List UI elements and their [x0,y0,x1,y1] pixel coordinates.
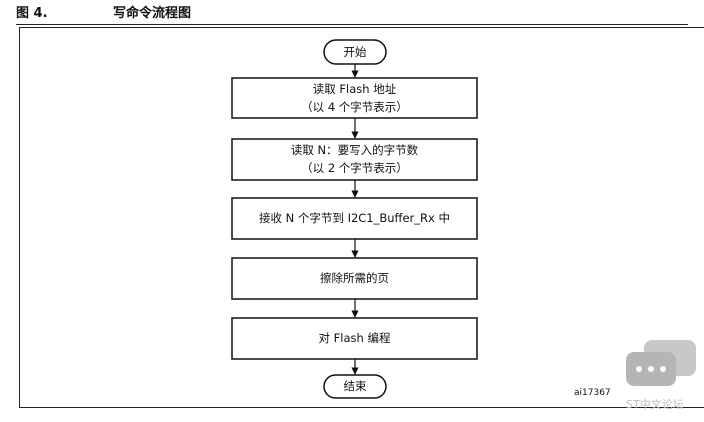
step-2-line2: （以 2 个字节表示） [301,161,408,175]
end-terminator [323,374,387,399]
step-5-text: 对 Flash 编程 [318,331,391,345]
start-label: 开始 [343,45,367,59]
figure-title: 写命令流程图 [113,6,192,21]
figure-code: ai17367 [574,388,611,398]
figure-frame [19,27,704,408]
step-2-text: 读取 N：要写入的字节数 （以 2 个字节表示） [232,141,477,177]
step-box-read-count [231,138,478,181]
step-box-receive-bytes [231,197,478,240]
step-1-line2: （以 4 个字节表示） [301,100,408,114]
figure-number: 图 4. [16,6,48,21]
watermark-text: ST中文论坛 [626,398,684,411]
step-box-read-address [231,77,478,119]
step-1-line1: 读取 Flash 地址 [312,82,397,96]
step-3-text: 接收 N 个字节到 I2C1_Buffer_Rx 中 [259,211,450,225]
end-label: 结束 [343,379,367,393]
step-box-program-flash [231,317,478,360]
caption-rule [16,24,688,25]
chat-bubble-icon [626,352,676,386]
step-1-text: 读取 Flash 地址 （以 4 个字节表示） [232,80,477,116]
forum-watermark: ST中文论坛 [626,340,698,411]
step-2-line1: 读取 N：要写入的字节数 [290,143,419,157]
step-4-text: 擦除所需的页 [320,271,389,285]
